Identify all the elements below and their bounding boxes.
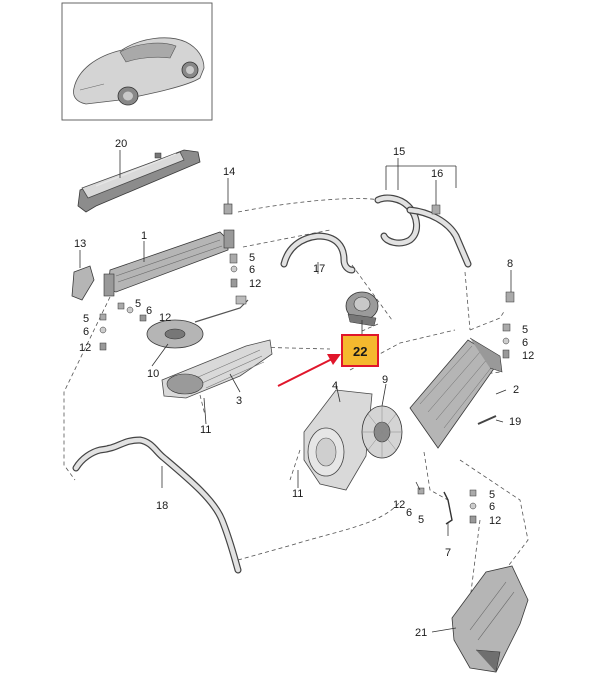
part-7-bracket bbox=[443, 491, 453, 525]
callout: 3 bbox=[236, 395, 242, 407]
callout: 12 bbox=[79, 342, 91, 354]
part-18-hose bbox=[72, 436, 242, 574]
callout: 6 bbox=[146, 305, 152, 317]
callout: 12 bbox=[159, 312, 171, 324]
callout: 17 bbox=[313, 263, 325, 275]
callout: 8 bbox=[507, 258, 513, 270]
part-10-fan-left bbox=[146, 295, 249, 349]
fastener-group-right bbox=[502, 323, 511, 359]
callout: 9 bbox=[382, 374, 388, 386]
part-3-shroud bbox=[161, 339, 273, 399]
part-20-air-duct bbox=[77, 149, 201, 213]
callout: 6 bbox=[406, 507, 412, 519]
assembly-dashed-lines bbox=[63, 198, 529, 607]
callout: 5 bbox=[249, 252, 255, 264]
part-8-clip bbox=[505, 291, 515, 303]
callout: 11 bbox=[200, 424, 211, 436]
callout: 1 bbox=[141, 230, 147, 242]
callout: 6 bbox=[249, 264, 255, 276]
fastener-group-left-lower bbox=[99, 313, 107, 351]
callout: 12 bbox=[393, 499, 405, 511]
part-4-fan-shroud bbox=[303, 389, 373, 491]
callout: 5 bbox=[83, 313, 89, 325]
callout: 16 bbox=[431, 168, 443, 180]
fastener-group-mid bbox=[117, 302, 147, 322]
part-17-hose bbox=[280, 232, 356, 274]
part-21-air-duct bbox=[451, 565, 529, 673]
callout: 5 bbox=[522, 324, 528, 336]
callout: 12 bbox=[489, 515, 501, 527]
pointer-arrow bbox=[277, 354, 341, 387]
vehicle-thumbnail bbox=[61, 2, 213, 121]
highlight-label: 22 bbox=[353, 344, 367, 359]
callout: 10 bbox=[147, 368, 159, 380]
highlight-box-22 bbox=[341, 320, 379, 367]
callout: 5 bbox=[489, 489, 495, 501]
callout: 2 bbox=[513, 384, 519, 396]
part-19-bracket bbox=[477, 415, 497, 425]
part-13-bracket bbox=[71, 265, 95, 301]
callout: 21 bbox=[415, 627, 427, 639]
callout: 12 bbox=[522, 350, 534, 362]
fastener-group-left-upper bbox=[229, 253, 238, 288]
callout: 6 bbox=[489, 501, 495, 513]
callout: 5 bbox=[418, 514, 424, 526]
callout: 13 bbox=[74, 238, 86, 250]
callout: 7 bbox=[445, 547, 451, 559]
callout: 19 bbox=[509, 416, 521, 428]
part-1-radiator bbox=[103, 229, 235, 297]
callout: 12 bbox=[249, 278, 261, 290]
callout: 6 bbox=[83, 326, 89, 338]
fastener-group-lower-right bbox=[417, 487, 477, 524]
callout-labels: 20 1 14 15 16 13 5 6 12 5 6 12 5 6 12 17… bbox=[74, 138, 534, 639]
part-9-fan bbox=[361, 405, 403, 459]
part-14-bracket bbox=[223, 178, 233, 215]
callout: 11 bbox=[292, 488, 303, 500]
part-15-hose bbox=[374, 194, 472, 268]
leader-lines bbox=[79, 150, 512, 633]
callout: 18 bbox=[156, 500, 168, 512]
part-2-condenser bbox=[409, 337, 503, 449]
callout: 5 bbox=[135, 298, 141, 310]
callout: 6 bbox=[522, 337, 528, 349]
callout: 20 bbox=[115, 138, 127, 150]
callout: 15 bbox=[393, 146, 405, 158]
callout: 4 bbox=[332, 380, 338, 392]
callout: 14 bbox=[223, 166, 235, 178]
